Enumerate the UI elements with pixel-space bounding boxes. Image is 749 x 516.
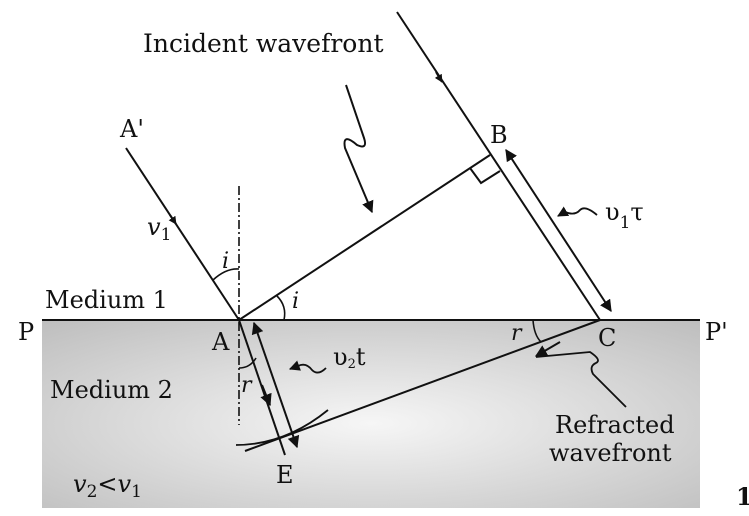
label-v1: v1	[147, 213, 171, 245]
incident-ray-A	[125, 147, 240, 321]
label-v2t: υ2t	[333, 343, 366, 372]
v1tau-double-arrow	[505, 148, 612, 313]
label-point-C: C	[598, 324, 616, 352]
label-angle-r-A: r	[241, 373, 253, 398]
label-point-B: B	[490, 121, 508, 149]
incident-ray-A-arrow	[168, 214, 177, 225]
angle-arc-r-C	[532, 319, 542, 343]
label-medium1: Medium 1	[45, 286, 168, 314]
label-refracted-wavefront-2: wavefront	[549, 439, 672, 467]
label-v1tau: υ1τ	[605, 198, 644, 233]
angle-arc-i-surface	[276, 295, 286, 321]
refracted-wavefront-pointer	[535, 351, 627, 408]
right-angle-mark	[469, 167, 501, 185]
label-point-E: E	[276, 461, 294, 489]
angle-arc-r-bottom	[238, 357, 257, 369]
incident-ray-B-arrow	[434, 71, 443, 83]
label-point-A: A	[211, 328, 230, 356]
label-point-P-prime: P'	[705, 318, 728, 346]
incident-ray-B	[396, 11, 601, 321]
incident-wavefront-pointer	[343, 84, 374, 214]
label-refracted-wavefront-1: Refracted	[555, 411, 675, 439]
v2t-pointer	[288, 360, 327, 374]
figure-number: 1	[736, 482, 749, 511]
label-medium2: Medium 2	[50, 376, 173, 404]
label-incident-wavefront: Incident wavefront	[143, 29, 384, 58]
label-angle-i-top: i	[222, 249, 229, 274]
label-angle-i-surface: i	[292, 289, 299, 314]
label-angle-r-C: r	[511, 321, 523, 346]
refracted-wavefront-pointer-arrow	[534, 341, 561, 357]
v1tau-pointer	[557, 206, 598, 217]
label-point-A-prime: A'	[119, 115, 144, 143]
label-point-P: P	[18, 318, 34, 346]
v2t-double-arrow	[251, 321, 300, 449]
label-velocity-condition: v2<v1	[73, 470, 142, 502]
secondary-wavelet-arc	[235, 409, 329, 446]
incident-wavefront-line	[238, 154, 491, 321]
angle-arc-i-top	[212, 268, 240, 281]
